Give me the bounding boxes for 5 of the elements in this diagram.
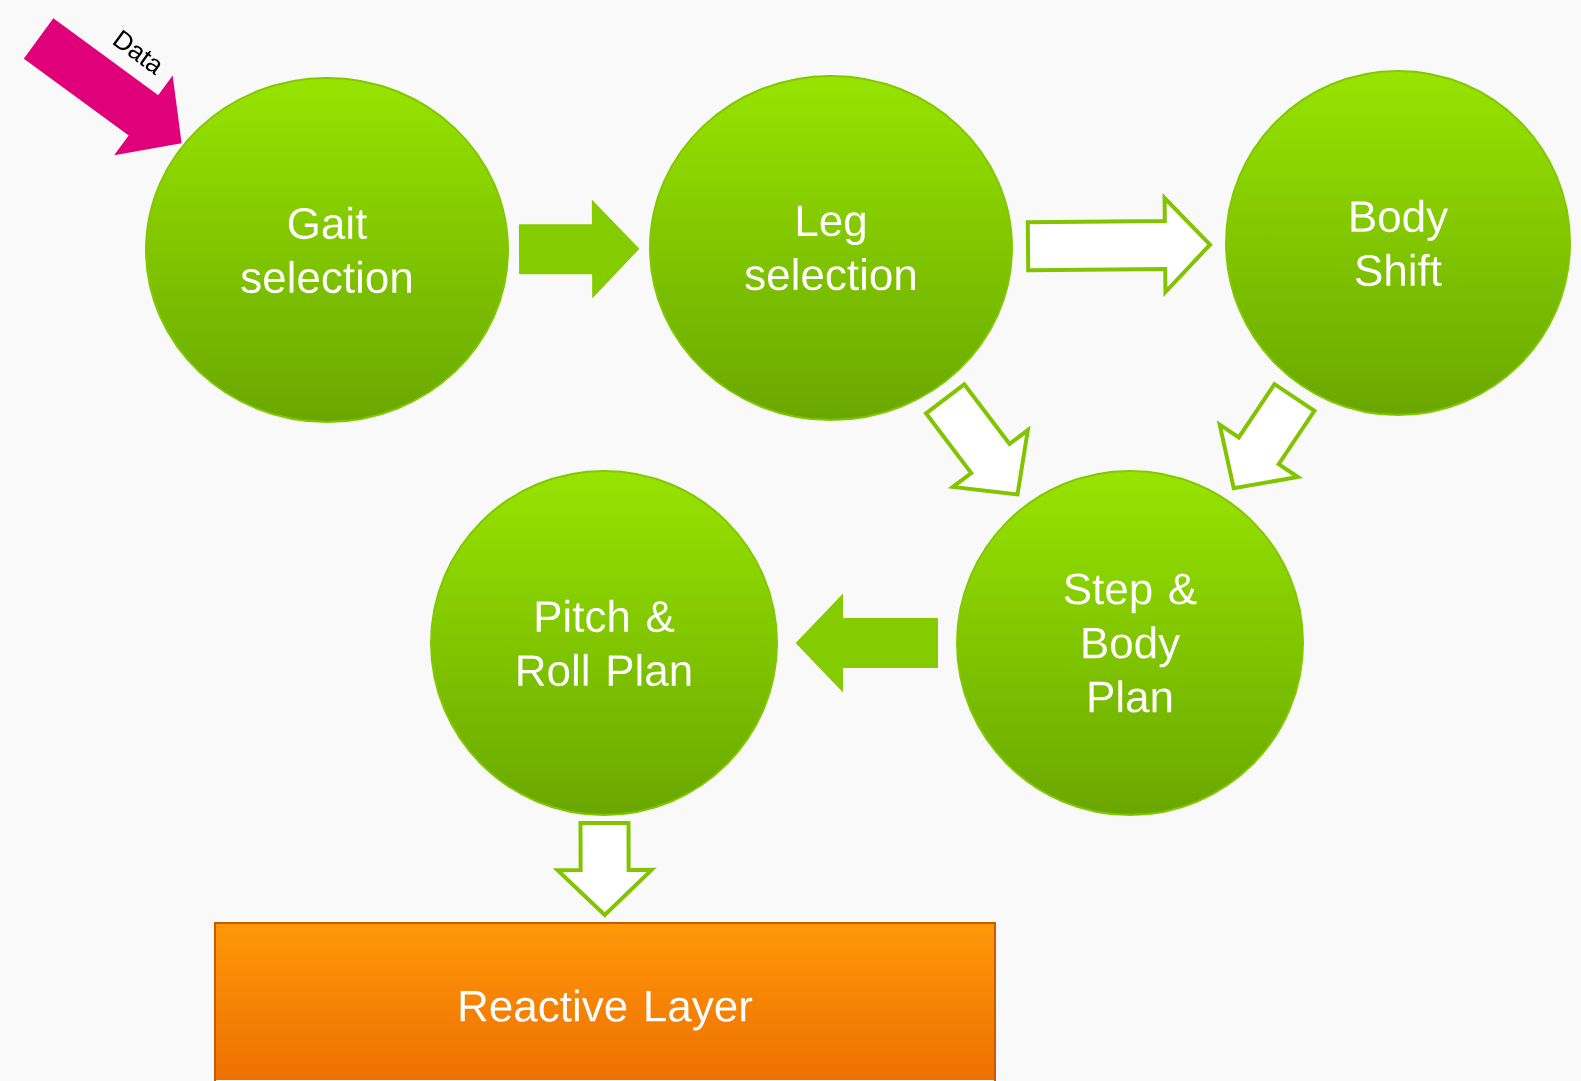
block-arrow bbox=[552, 820, 657, 918]
block-arrow bbox=[795, 593, 938, 693]
layer-box: Reactive Layer bbox=[214, 922, 996, 1081]
block-arrow bbox=[1025, 193, 1213, 298]
block-arrow bbox=[518, 199, 640, 299]
